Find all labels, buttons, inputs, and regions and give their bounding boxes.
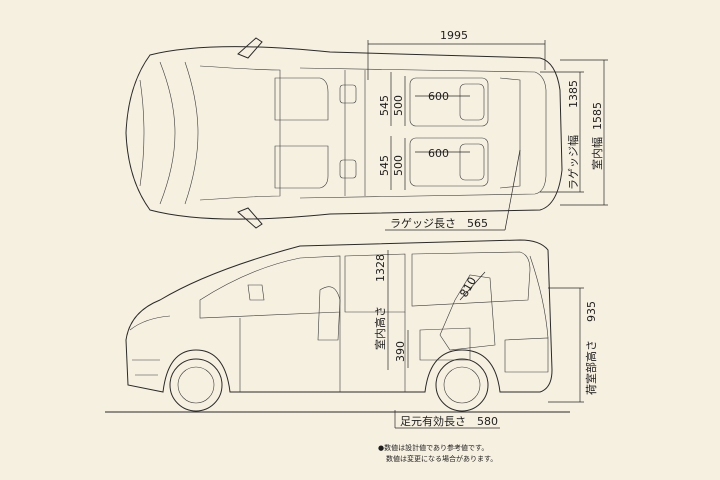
top-view-vehicle <box>125 37 563 229</box>
label-cabin-height: 室内高さ <box>373 306 387 350</box>
dim-1385: 1385 <box>567 80 580 108</box>
label-luggage-width: ラゲッジ幅 <box>567 135 580 190</box>
dim-390: 390 <box>394 341 407 362</box>
label-luggage-length: ラゲッジ長さ 565 <box>390 217 488 230</box>
side-view-dimensions: 1328 室内高さ 810 390 935 荷室部高さ 足元有効長さ 580 <box>373 250 598 429</box>
dim-500-upper: 500 <box>392 95 405 116</box>
dim-500-lower: 500 <box>392 155 405 176</box>
dim-600-lower: 600 <box>428 147 449 160</box>
dim-545-upper: 545 <box>378 95 391 116</box>
note-line-1: ●数値は設計値であり参考値です。 <box>378 443 488 452</box>
dim-810: 810 <box>457 275 479 300</box>
footnotes: ●数値は設計値であり参考値です。 数値は変更になる場合があります。 <box>378 443 497 463</box>
label-foot-length: 足元有効長さ 580 <box>400 414 498 428</box>
note-line-2: 数値は変更になる場合があります。 <box>386 454 497 463</box>
label-luggage-height: 荷室部高さ <box>584 340 598 395</box>
dim-600-upper: 600 <box>428 90 449 103</box>
side-view-vehicle <box>105 239 570 413</box>
dim-1328: 1328 <box>374 254 387 282</box>
right-mirror <box>237 207 263 229</box>
dim-935: 935 <box>585 301 598 322</box>
left-mirror <box>237 37 263 59</box>
label-cabin-width: 室内幅 <box>590 137 604 170</box>
dim-1585: 1585 <box>591 102 604 130</box>
dim-1995: 1995 <box>440 29 468 42</box>
top-view-dimensions: 1995 1385 ラゲッジ幅 1585 室内幅 545 500 600 545… <box>367 29 608 231</box>
dim-545-lower: 545 <box>378 155 391 176</box>
